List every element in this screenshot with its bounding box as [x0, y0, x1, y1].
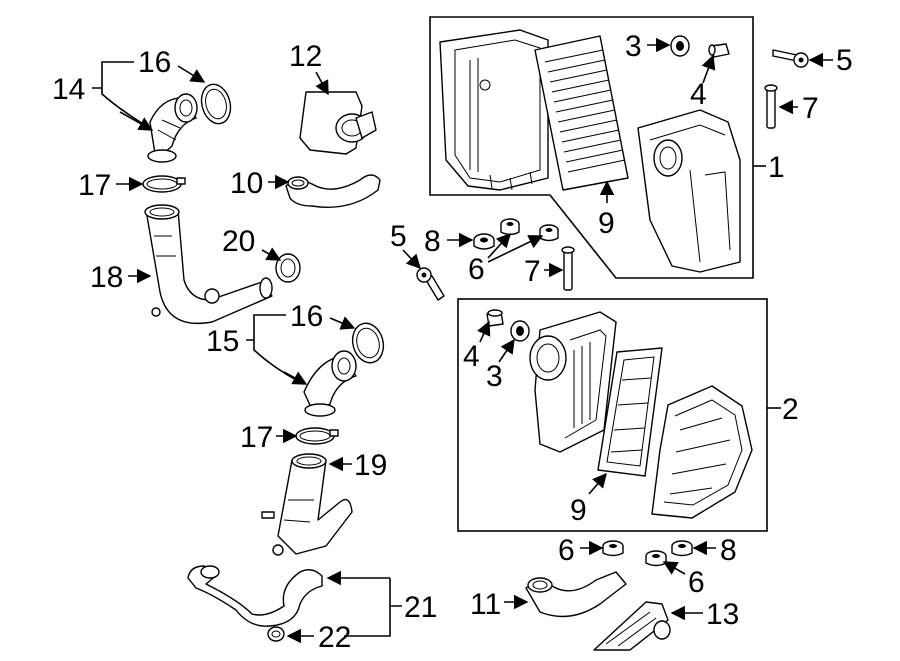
air-filter-element-9-mid: [597, 347, 663, 477]
callout-10: 10: [230, 167, 263, 200]
bushing-4-mid: [486, 309, 504, 327]
grommet-6-center-a: [500, 218, 520, 236]
callout-6-bottom-b: 6: [688, 566, 705, 599]
leader-9-mid: [588, 472, 607, 495]
air-duct-13: [593, 601, 671, 651]
shroud-12: [299, 91, 377, 155]
clamp-17-top: [142, 175, 186, 193]
callout-3-mid: 3: [486, 360, 503, 393]
air-filter-element-9-top: [534, 35, 629, 191]
assembly-1-box: [429, 16, 754, 279]
hose-11: [525, 571, 627, 618]
callout-1: 1: [768, 151, 785, 184]
leader-21-bracket: [344, 578, 402, 637]
leader-6-center-b: [487, 235, 544, 263]
pin-7-top: [764, 84, 778, 129]
air-cleaner-upper-housing-1: [637, 109, 741, 273]
grommet-3-top: [670, 35, 690, 57]
leader-4-top: [701, 54, 716, 84]
callout-8-bottom: 8: [720, 534, 737, 567]
intake-pipe-19: [261, 453, 353, 556]
bolt-5-center: [416, 267, 445, 301]
air-cleaner-lower-housing-2: [529, 311, 617, 453]
air-cleaner-upper-housing-2: [651, 385, 753, 519]
leader-14-arrow: [119, 111, 154, 131]
callout-12: 12: [289, 40, 322, 73]
pin-7-center: [561, 246, 575, 291]
cap-20: [275, 253, 301, 283]
intake-pipe-18: [144, 204, 273, 324]
callout-11: 11: [470, 588, 501, 621]
clamp-22: [267, 626, 285, 642]
grommet-6-center-b: [539, 224, 559, 242]
bolt-5-top: [772, 49, 809, 68]
grommet-6-bottom-a: [602, 540, 624, 557]
leader-16-top: [177, 65, 206, 83]
leader-16-mid: [329, 316, 356, 330]
seal-ring-16-mid: [351, 322, 385, 364]
callout-22: 22: [318, 621, 351, 654]
callout-17-mid: 17: [240, 421, 273, 454]
callout-20: 20: [222, 225, 255, 258]
callout-5-top: 5: [836, 44, 853, 77]
callout-18: 18: [90, 261, 123, 294]
callout-21: 21: [404, 591, 437, 624]
seal-ring-16-top: [200, 83, 232, 125]
grommet-6-bottom-b: [645, 550, 667, 567]
callout-16-top: 16: [138, 46, 171, 79]
leader-3-mid: [498, 338, 515, 363]
hose-14: [147, 93, 198, 163]
callout-8-center: 8: [424, 225, 441, 258]
leader-12: [315, 71, 329, 96]
assembly-2-box: [457, 298, 768, 532]
grommet-8-center: [473, 233, 495, 250]
callout-3-top: 3: [625, 30, 642, 63]
callout-15: 15: [206, 325, 239, 358]
callout-19: 19: [354, 449, 387, 482]
leader-4-mid: [477, 320, 491, 343]
callout-4-top: 4: [690, 78, 707, 111]
callout-7-center: 7: [524, 255, 541, 288]
leader-5-center: [402, 249, 421, 270]
leader-6-center-a: [487, 232, 511, 259]
leader-20: [261, 247, 282, 261]
callout-7-top: 7: [802, 92, 819, 125]
grommet-8-bottom: [671, 540, 693, 557]
hose-15: [303, 350, 357, 417]
vent-hose-21: [187, 565, 323, 627]
callout-6-center: 6: [468, 253, 485, 286]
callout-9-mid: 9: [570, 494, 587, 527]
callout-17-top: 17: [78, 169, 111, 202]
callout-13: 13: [706, 598, 739, 631]
callout-6-bottom-a: 6: [558, 534, 575, 567]
callout-16-mid: 16: [290, 300, 323, 333]
callout-9-top: 9: [598, 207, 615, 240]
callout-5-center: 5: [390, 220, 407, 253]
leader-15-arrow: [283, 371, 308, 385]
clamp-17-mid: [295, 427, 339, 445]
callout-14: 14: [52, 73, 85, 106]
leader-6-bottom-b: [662, 561, 686, 575]
air-cleaner-lower-housing-1: [439, 29, 549, 191]
grommet-3-mid: [510, 320, 530, 342]
callout-2: 2: [782, 393, 799, 426]
hose-10: [285, 174, 381, 208]
bushing-4-top: [708, 43, 730, 58]
callout-4-mid: 4: [463, 340, 480, 373]
